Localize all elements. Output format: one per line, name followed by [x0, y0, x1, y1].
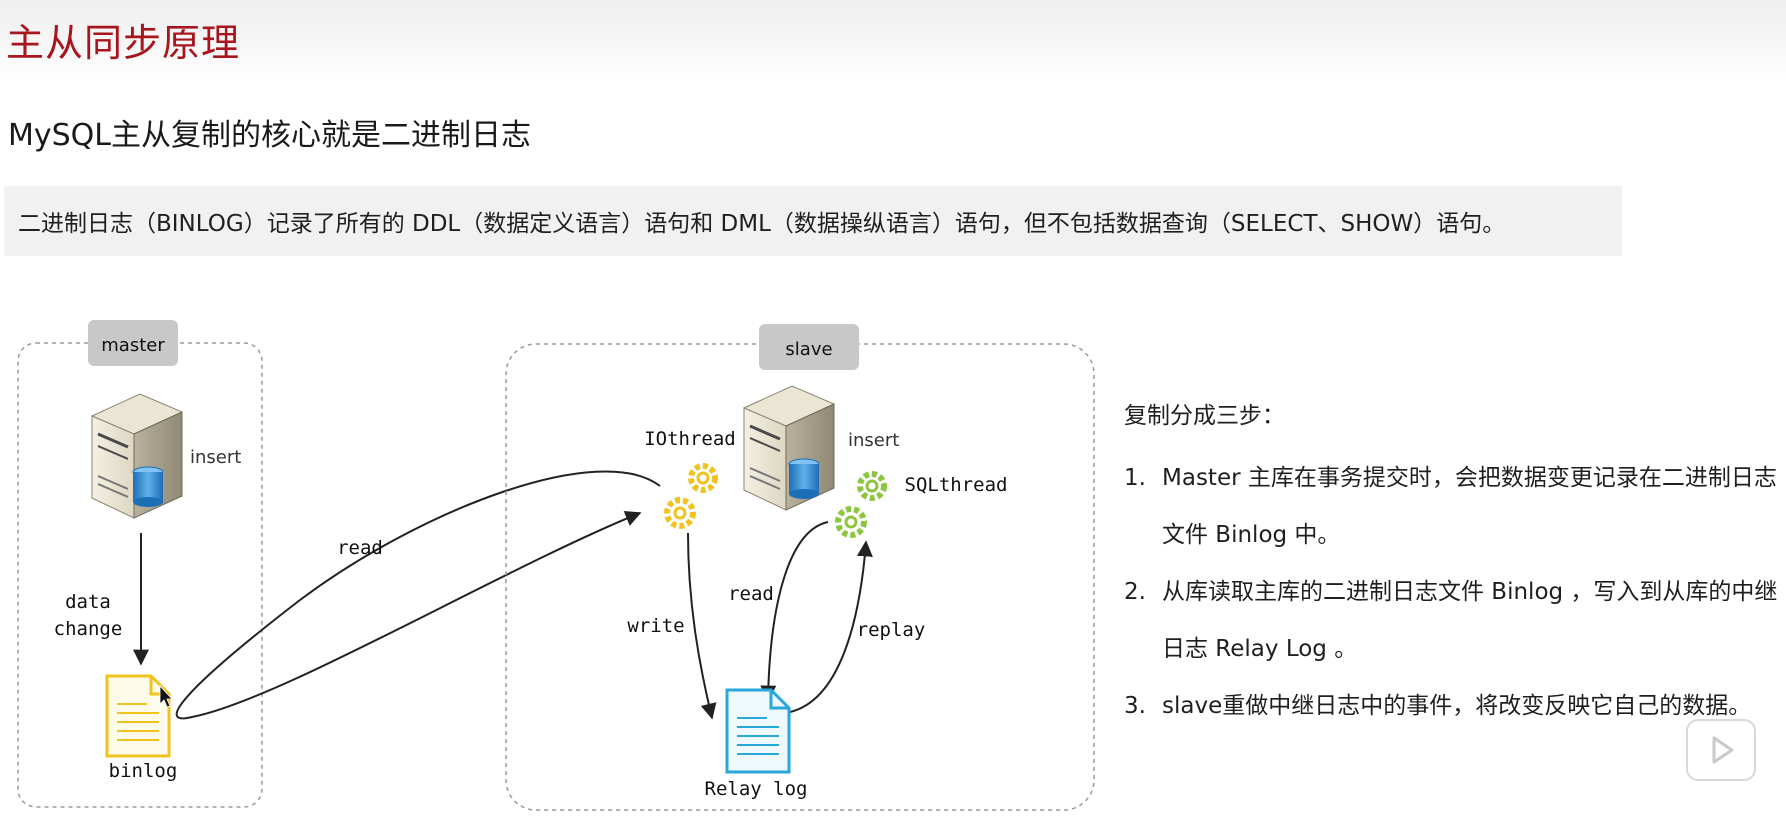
binlog-note: 二进制日志（BINLOG）记录了所有的 DDL（数据定义语言）语句和 DML（数… — [4, 186, 1622, 256]
cursor-icon — [159, 684, 173, 708]
replication-steps: 复制分成三步： 1. Master 主库在事务提交时，会把数据变更记录在二进制日… — [1124, 396, 1780, 735]
header-bar: 主从同步原理 — [0, 0, 1786, 82]
read-binlog-arrow — [175, 470, 661, 720]
video-play-button[interactable] — [1686, 719, 1756, 781]
step-number: 3. — [1124, 693, 1146, 719]
read-label-slave: read — [728, 583, 774, 605]
io-thread-gear-icon — [664, 463, 718, 529]
replay-arrow — [789, 540, 873, 713]
binlog-file-icon — [105, 674, 171, 758]
write-arrow — [687, 532, 717, 720]
step-text: Master 主库在事务提交时，会把数据变更记录在二进制日志文件 Binlog … — [1162, 465, 1777, 548]
slave-label-box — [759, 324, 859, 370]
io-thread-label: IOthread — [644, 428, 736, 450]
steps-heading: 复制分成三步： — [1124, 403, 1285, 429]
step-text: slave重做中继日志中的事件，将改变反映它自己的数据。 — [1162, 693, 1752, 719]
slave-label: slave — [785, 339, 832, 360]
step-text: 从库读取主库的二进制日志文件 Binlog ，写入到从库的中继日志 Relay … — [1162, 579, 1778, 662]
slave-server-icon — [742, 385, 836, 511]
step-item: 3. slave重做中继日志中的事件，将改变反映它自己的数据。 — [1124, 678, 1780, 735]
master-server-icon — [90, 393, 184, 519]
step-number: 2. — [1124, 579, 1146, 605]
master-label: master — [101, 335, 165, 356]
master-label-box — [88, 320, 178, 366]
sql-thread-gear-icon — [835, 471, 887, 538]
step-number: 1. — [1124, 465, 1146, 491]
write-label: write — [627, 615, 684, 637]
read-relay-arrow — [760, 521, 829, 702]
relay-log-file-icon — [725, 688, 791, 774]
play-icon — [1712, 736, 1734, 764]
step-item: 2. 从库读取主库的二进制日志文件 Binlog ，写入到从库的中继日志 Rel… — [1124, 564, 1780, 678]
replay-label: replay — [857, 619, 926, 641]
sql-thread-label: SQLthread — [905, 474, 1008, 496]
slave-insert-label: insert — [848, 430, 899, 451]
relay-log-label: Relay log — [705, 778, 808, 800]
data-change-label-2: change — [54, 618, 123, 640]
read-label-master: read — [337, 537, 383, 559]
page-title: 主从同步原理 — [6, 21, 241, 65]
master-insert-label: insert — [190, 447, 241, 468]
step-item: 1. Master 主库在事务提交时，会把数据变更记录在二进制日志文件 Binl… — [1124, 450, 1780, 564]
data-change-label-1: data — [65, 591, 111, 613]
subtitle: MySQL主从复制的核心就是二进制日志 — [8, 118, 532, 153]
binlog-label: binlog — [109, 760, 178, 782]
